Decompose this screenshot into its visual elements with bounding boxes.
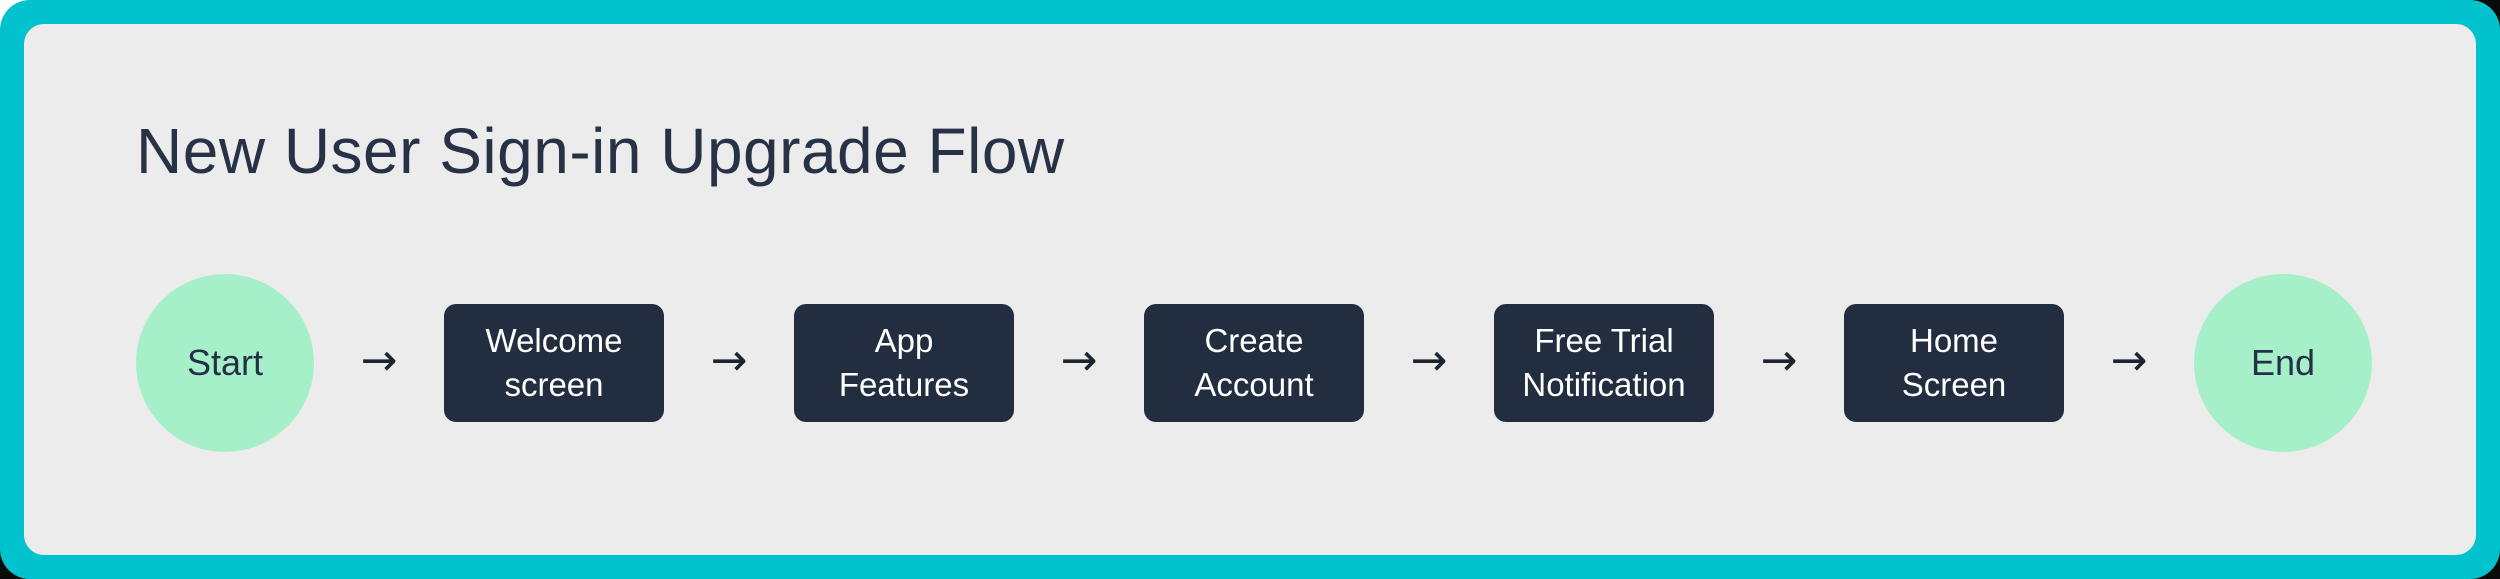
arrow-right-icon: → [2110, 335, 2148, 386]
flow-node-start: Start [136, 274, 314, 452]
step-node-label: Welcome screen [485, 322, 623, 403]
connector-6: → [2064, 335, 2194, 386]
flow-node-end: End [2194, 274, 2372, 452]
page-title: New User Sign-in Upgrade Flow [136, 115, 1065, 187]
flow-node-app-features: App Features [794, 304, 1014, 422]
connector-1: → [314, 335, 444, 386]
arrow-right-icon: → [1410, 335, 1448, 386]
start-node-label: Start [186, 342, 264, 383]
step-node-label: Create Account [1194, 322, 1314, 403]
arrow-right-icon: → [1760, 335, 1798, 386]
flow-row: Start → Welcome screen → App Features → [136, 273, 2372, 453]
flow-node-free-trial-notification: Free Trial Notification [1494, 304, 1714, 422]
flow-node-create-account: Create Account [1144, 304, 1364, 422]
connector-4: → [1364, 335, 1494, 386]
step-node-label: App Features [838, 322, 970, 403]
step-node-label: Home Screen [1901, 322, 2007, 403]
arrow-right-icon: → [1060, 335, 1098, 386]
step-node-label: Free Trial Notification [1522, 322, 1686, 403]
connector-5: → [1714, 335, 1844, 386]
connector-2: → [664, 335, 794, 386]
flowchart-panel: New User Sign-in Upgrade Flow Start → We… [24, 24, 2476, 555]
flow-node-welcome-screen: Welcome screen [444, 304, 664, 422]
arrow-right-icon: → [710, 335, 748, 386]
flow-node-home-screen: Home Screen [1844, 304, 2064, 422]
end-node-label: End [2250, 342, 2316, 383]
arrow-right-icon: → [360, 335, 398, 386]
connector-3: → [1014, 335, 1144, 386]
